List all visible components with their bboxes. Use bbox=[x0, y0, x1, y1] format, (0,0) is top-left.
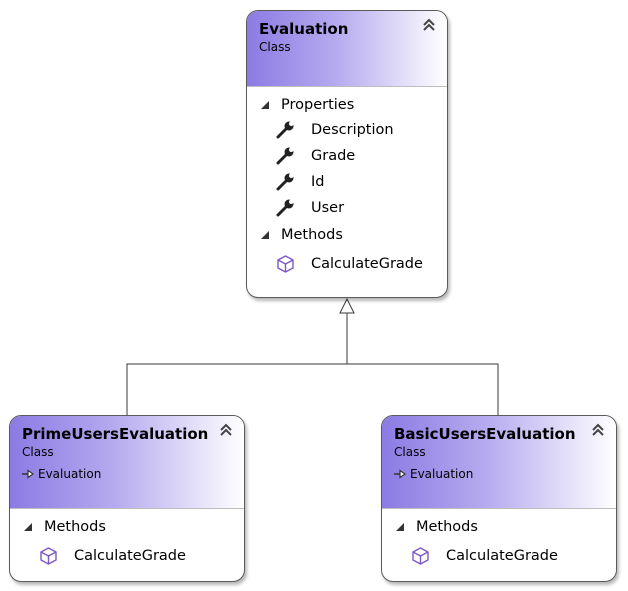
triangle-expanded-icon[interactable] bbox=[261, 231, 269, 239]
class-basic-users-evaluation[interactable]: BasicUsersEvaluation Class Evaluation Me… bbox=[381, 415, 617, 582]
inherits-arrow-icon bbox=[394, 469, 406, 479]
class-evaluation[interactable]: Evaluation Class Properties Description bbox=[246, 10, 448, 298]
section-label: Methods bbox=[44, 519, 106, 535]
class-kind: Class bbox=[259, 40, 291, 54]
property-item[interactable]: Description bbox=[247, 117, 447, 143]
section-methods[interactable]: Methods bbox=[10, 515, 244, 539]
section-methods[interactable]: Methods bbox=[247, 223, 447, 247]
method-item[interactable]: CalculateGrade bbox=[247, 251, 447, 277]
wrench-icon bbox=[276, 147, 294, 165]
class-header: BasicUsersEvaluation Class Evaluation bbox=[382, 416, 616, 509]
class-header: Evaluation Class bbox=[247, 11, 447, 87]
double-chevron-up-icon[interactable] bbox=[421, 18, 437, 32]
triangle-expanded-icon[interactable] bbox=[24, 523, 32, 531]
base-class: Evaluation bbox=[394, 466, 604, 482]
section-methods[interactable]: Methods bbox=[382, 515, 616, 539]
property-item[interactable]: Id bbox=[247, 169, 447, 195]
class-body: Methods CalculateGrade bbox=[382, 509, 616, 569]
base-class: Evaluation bbox=[22, 466, 232, 482]
class-header: PrimeUsersEvaluation Class Evaluation bbox=[10, 416, 244, 509]
cube-icon bbox=[277, 255, 294, 273]
class-body: Methods CalculateGrade bbox=[10, 509, 244, 569]
member-label: Description bbox=[311, 122, 394, 138]
wrench-icon bbox=[276, 121, 294, 139]
member-label: Id bbox=[311, 174, 325, 190]
inherits-arrow-icon bbox=[22, 469, 34, 479]
wrench-icon bbox=[276, 173, 294, 191]
member-label: CalculateGrade bbox=[74, 548, 186, 564]
triangle-expanded-icon[interactable] bbox=[261, 101, 269, 109]
wrench-icon bbox=[276, 199, 294, 217]
member-label: Grade bbox=[311, 148, 356, 164]
double-chevron-up-icon[interactable] bbox=[218, 423, 234, 437]
section-properties[interactable]: Properties bbox=[247, 93, 447, 117]
base-class-label: Evaluation bbox=[410, 467, 474, 481]
member-label: CalculateGrade bbox=[311, 256, 423, 272]
class-body: Properties Description Grade bbox=[247, 87, 447, 277]
method-item[interactable]: CalculateGrade bbox=[10, 543, 244, 569]
cube-icon bbox=[412, 547, 429, 565]
method-item[interactable]: CalculateGrade bbox=[382, 543, 616, 569]
member-label: User bbox=[311, 200, 345, 216]
section-label: Methods bbox=[281, 227, 343, 243]
cube-icon bbox=[40, 547, 57, 565]
section-label: Methods bbox=[416, 519, 478, 535]
connector-basic bbox=[347, 363, 499, 416]
class-kind: Class bbox=[394, 445, 426, 459]
property-item[interactable]: User bbox=[247, 195, 447, 221]
class-prime-users-evaluation[interactable]: PrimeUsersEvaluation Class Evaluation Me… bbox=[9, 415, 245, 582]
class-name: Evaluation bbox=[259, 20, 349, 38]
class-kind: Class bbox=[22, 445, 54, 459]
double-chevron-up-icon[interactable] bbox=[590, 423, 606, 437]
member-label: CalculateGrade bbox=[446, 548, 558, 564]
inheritance-arrowhead bbox=[339, 297, 355, 314]
section-label: Properties bbox=[281, 97, 355, 113]
class-name: BasicUsersEvaluation bbox=[394, 425, 576, 443]
triangle-expanded-icon[interactable] bbox=[396, 523, 404, 531]
base-class-label: Evaluation bbox=[38, 467, 102, 481]
connector-prime bbox=[126, 313, 348, 416]
class-name: PrimeUsersEvaluation bbox=[22, 425, 209, 443]
property-item[interactable]: Grade bbox=[247, 143, 447, 169]
